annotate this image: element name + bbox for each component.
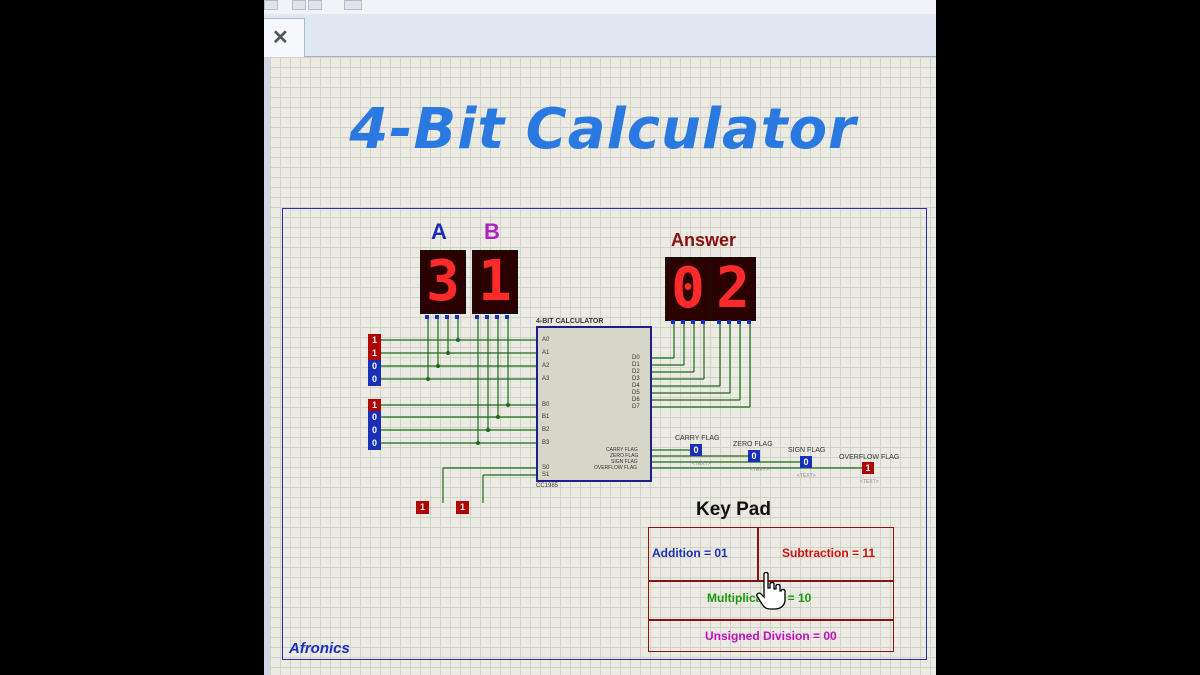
chip-pin-d1: D1: [632, 362, 640, 368]
zero-flag-text: <TEXT>: [750, 467, 769, 473]
chip-pin-carry: CARRY FLAG: [606, 447, 638, 453]
overflow-flag-label: OVERFLOW FLAG: [839, 454, 900, 461]
schematic-tab[interactable]: ✕: [264, 18, 305, 57]
overflow-flag-probe: 1: [862, 462, 874, 474]
label-b: B: [484, 219, 500, 244]
chip-pin-overflow: OVERFLOW FLAG: [594, 465, 638, 471]
logic-input-a2[interactable]: 0: [368, 360, 381, 373]
schematic-canvas[interactable]: 4-Bit Calculator: [270, 57, 936, 675]
sign-flag-label: SIGN FLAG: [788, 447, 826, 454]
display-answer-ones: 2: [710, 257, 756, 321]
toolbar-icon[interactable]: [344, 0, 362, 10]
schematic-frame: [282, 208, 927, 660]
schematic-title: 4-Bit Calculator: [349, 97, 857, 162]
display-answer-tens-digit: 0: [671, 256, 705, 321]
wires: [381, 317, 865, 503]
proteus-window: ✕ 4-Bit Calculator: [264, 0, 936, 675]
chip-pin-s0: S0: [542, 465, 550, 471]
overflow-flag-text: <TEXT>: [860, 479, 879, 485]
display-b-digit: 1: [478, 249, 512, 314]
chip-pin-a2: A2: [542, 363, 550, 369]
toolbar-icon[interactable]: [308, 0, 322, 10]
chip-pin-d2: D2: [632, 369, 640, 375]
chip-pin-a0: A0: [542, 337, 550, 343]
display-answer-tens: 0: [665, 257, 711, 321]
logic-input-a0[interactable]: 1: [368, 334, 381, 347]
chip-pin-d5: D5: [632, 390, 640, 396]
zero-flag-label: ZERO FLAG: [733, 441, 773, 448]
close-icon[interactable]: ✕: [272, 27, 289, 49]
hand-pointer-icon: [756, 572, 786, 610]
chip-pin-d4: D4: [632, 383, 640, 389]
left-edge: [264, 57, 270, 675]
keypad-addition: Addition = 01: [652, 546, 728, 560]
chip-pin-b0: B0: [542, 402, 550, 408]
zero-flag-probe: 0: [748, 450, 760, 462]
chip-pin-b1: B1: [542, 414, 550, 420]
display-a-digit: 3: [426, 249, 460, 314]
chip-pin-zero: ZERO FLAG: [610, 453, 639, 459]
keypad-title: Key Pad: [696, 499, 771, 520]
chip-pin-b2: B2: [542, 427, 550, 433]
chip-pin-a1: A1: [542, 350, 550, 356]
calculator-chip[interactable]: [536, 326, 652, 482]
chip-pin-a3: A3: [542, 376, 550, 382]
logic-input-b2[interactable]: 0: [368, 424, 381, 437]
chip-pin-d0: D0: [632, 355, 640, 361]
display-answer-ones-digit: 2: [716, 256, 750, 321]
logic-input-a3[interactable]: 0: [368, 373, 381, 386]
keypad-division: Unsigned Division = 00: [705, 629, 837, 643]
display-a: 3: [420, 250, 466, 314]
chip-pin-sign: SIGN FLAG: [611, 459, 638, 465]
chip-pin-d6: D6: [632, 397, 640, 403]
logic-input-b3[interactable]: 0: [368, 437, 381, 450]
toolbar: [264, 0, 936, 15]
sign-flag-text: <TEXT>: [797, 473, 816, 479]
brand-label: Afronics: [289, 640, 350, 657]
logic-input-a1[interactable]: 1: [368, 347, 381, 360]
chip-pin-d3: D3: [632, 376, 640, 382]
logic-input-b0[interactable]: 1: [368, 399, 381, 412]
toolbar-icon[interactable]: [292, 0, 306, 10]
logic-input-s0[interactable]: 1: [416, 501, 429, 514]
label-answer: Answer: [671, 230, 737, 250]
logic-input-b1[interactable]: 0: [368, 411, 381, 424]
carry-flag-text: <TEXT>: [692, 461, 711, 467]
carry-flag-label: CARRY FLAG: [675, 435, 720, 442]
display-b: 1: [472, 250, 518, 314]
tab-bar: ✕: [264, 14, 936, 57]
toolbar-icon[interactable]: [264, 0, 278, 10]
chip-pin-d7: D7: [632, 404, 640, 410]
chip-ref: CC1985: [536, 483, 559, 489]
label-a: A: [431, 219, 447, 244]
chip-title: 4-BIT CALCULATOR: [536, 318, 604, 325]
sign-flag-probe: 0: [800, 456, 812, 468]
chip-pin-b3: B3: [542, 440, 550, 446]
keypad-subtraction: Subtraction = 11: [782, 546, 876, 560]
carry-flag-probe: 0: [690, 444, 702, 456]
logic-input-s1[interactable]: 1: [456, 501, 469, 514]
chip-pin-s1: S1: [542, 472, 550, 478]
